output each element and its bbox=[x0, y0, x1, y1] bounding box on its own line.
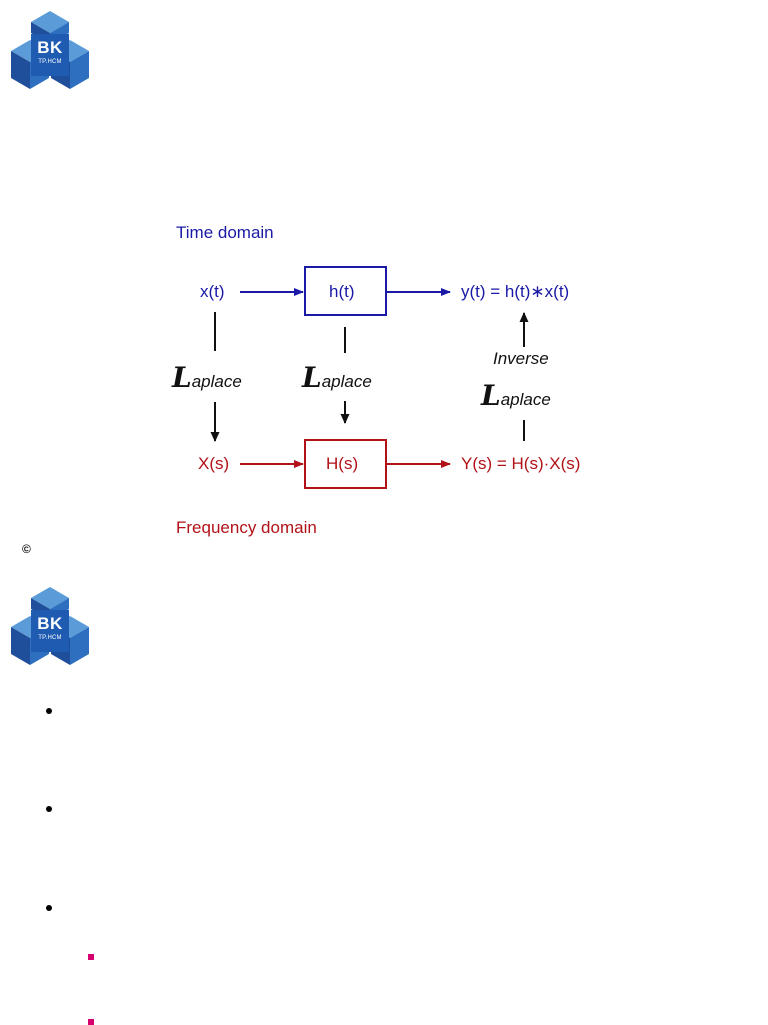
university-logo: BK TP.HCM bbox=[11, 587, 89, 665]
freq-output-label: Y(s) = H(s)·X(s) bbox=[461, 454, 581, 473]
laplace-middle-label: Laplace bbox=[302, 364, 372, 392]
time-system-label: h(t) bbox=[329, 282, 355, 301]
freq-system-label: H(s) bbox=[326, 454, 359, 473]
diagram-lines bbox=[210, 266, 529, 489]
logo-sub-text: TP.HCM bbox=[38, 59, 62, 65]
logo-main-text: BK bbox=[37, 38, 63, 57]
bullet-point bbox=[46, 806, 52, 812]
laplace-transform-diagram: Time domain Frequency domain x(t) h(t) y… bbox=[160, 215, 620, 545]
laplace-right-label: Laplace bbox=[481, 382, 551, 410]
logo-emblem-icon bbox=[11, 11, 89, 89]
laplace-script-l: L bbox=[302, 361, 322, 394]
sub-bullet-square bbox=[88, 1019, 94, 1025]
inverse-label: Inverse bbox=[493, 349, 549, 368]
laplace-script-l: L bbox=[172, 361, 192, 394]
time-output-label: y(t) = h(t)∗x(t) bbox=[461, 282, 570, 301]
freq-input-label: X(s) bbox=[198, 454, 230, 473]
copyright-symbol: © bbox=[22, 542, 31, 556]
time-input-label: x(t) bbox=[200, 282, 225, 301]
laplace-rest: aplace bbox=[500, 390, 551, 409]
bullet-point bbox=[46, 905, 52, 911]
laplace-rest: aplace bbox=[321, 372, 372, 391]
logo-emblem-icon bbox=[11, 587, 89, 665]
laplace-script-l: L bbox=[481, 379, 501, 412]
time-domain-label: Time domain bbox=[176, 223, 274, 242]
frequency-domain-label: Frequency domain bbox=[176, 518, 317, 537]
laplace-left-label: Laplace bbox=[172, 364, 242, 392]
logo-sub-text: TP.HCM bbox=[38, 635, 62, 641]
laplace-rest: aplace bbox=[191, 372, 242, 391]
university-logo: BK TP.HCM bbox=[11, 11, 89, 89]
logo-main-text: BK bbox=[37, 614, 63, 633]
sub-bullet-square bbox=[88, 954, 94, 960]
bullet-point bbox=[46, 708, 52, 714]
